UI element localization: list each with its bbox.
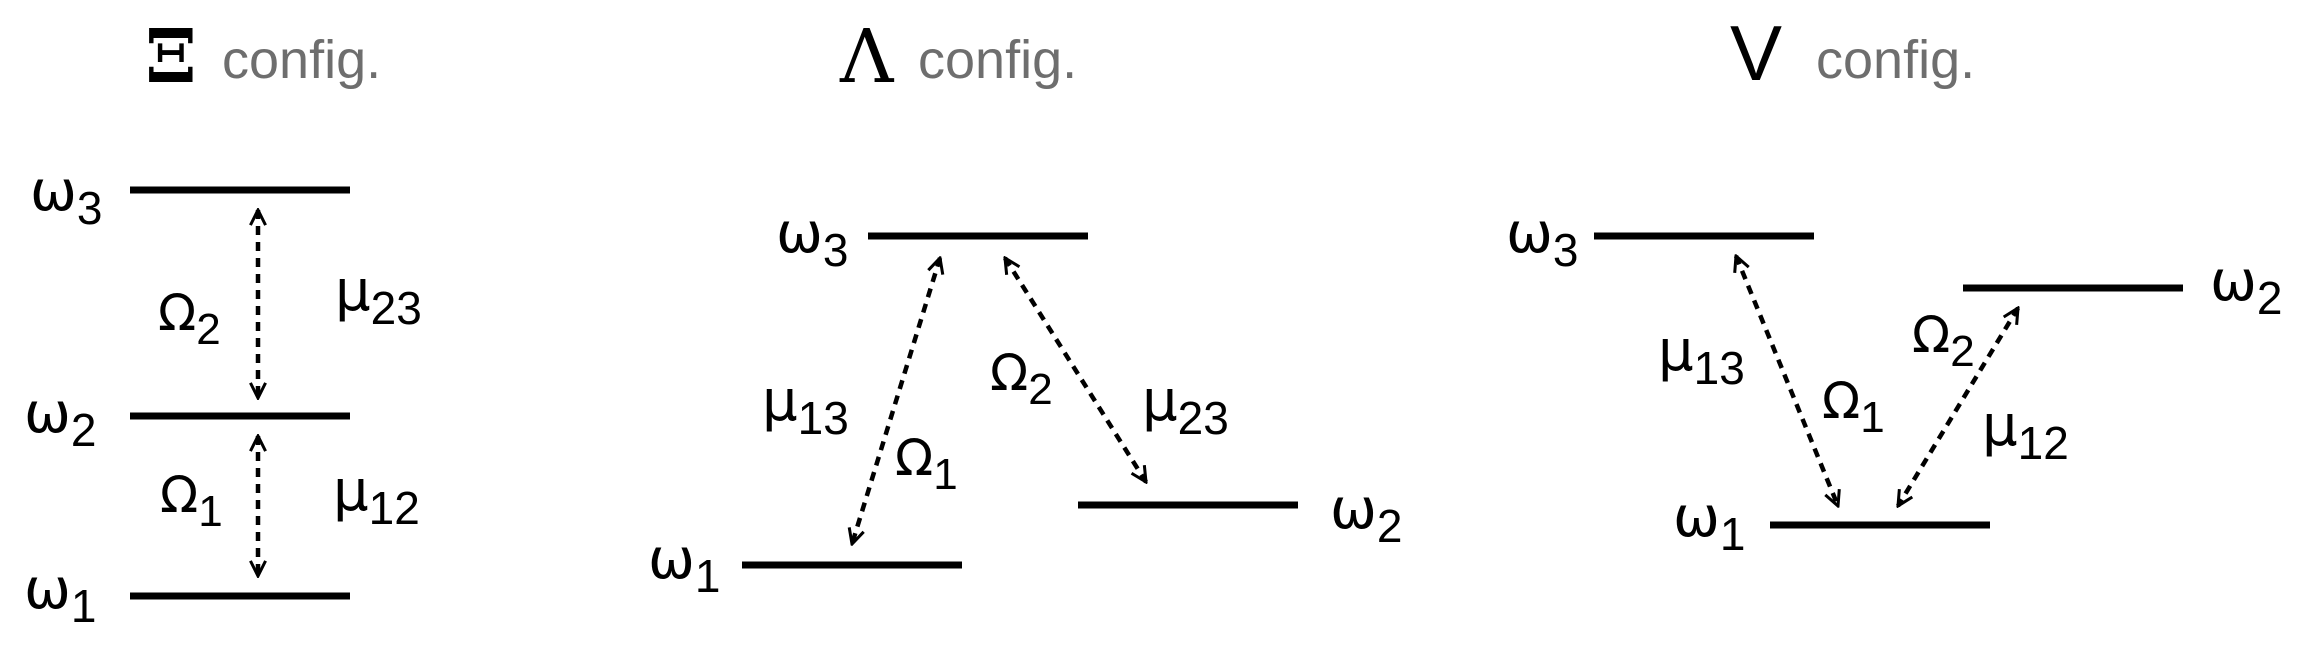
- xi-config-panel: Ξ config. ω3 ω2 ω1 Ω2 μ23 Ω1 μ12: [24, 14, 422, 632]
- xi-config-label: config.: [222, 30, 381, 90]
- lambda-symbol: Λ: [839, 14, 895, 100]
- lambda-dipole-23-label: μ23: [1142, 369, 1229, 444]
- v-config-label: config.: [1816, 30, 1975, 90]
- v-level-3-label: ω3: [1506, 201, 1579, 276]
- lambda-rabi-2-label: Ω2: [990, 344, 1053, 414]
- lambda-level-1-label: ω1: [648, 527, 721, 602]
- v-dipole-13-label: μ13: [1658, 319, 1745, 394]
- v-symbol: V: [1730, 9, 1782, 97]
- v-dipole-12-label: μ12: [1982, 394, 2069, 469]
- xi-level-3-label: ω3: [30, 159, 103, 234]
- v-rabi-1-label: Ω1: [1822, 372, 1885, 442]
- lambda-transition-right-arrow: [1003, 258, 1148, 482]
- v-transition-right-arrow: [1896, 308, 2020, 506]
- xi-rabi-2-label: Ω2: [158, 284, 221, 354]
- xi-level-1-label: ω1: [24, 557, 97, 632]
- xi-rabi-1-label: Ω1: [160, 466, 223, 536]
- v-rabi-2-label: Ω2: [1912, 306, 1975, 376]
- xi-dipole-23-label: μ23: [335, 259, 422, 334]
- lambda-level-3-label: ω3: [776, 201, 849, 276]
- v-level-2-label: ω2: [2210, 249, 2283, 324]
- xi-symbol: Ξ: [145, 14, 197, 100]
- lambda-config-panel: Λ config. ω3 ω2 ω1 μ13 Ω1 Ω2 μ23: [648, 14, 1403, 602]
- lambda-dipole-13-label: μ13: [762, 369, 849, 444]
- v-level-1-label: ω1: [1673, 485, 1746, 560]
- lambda-rabi-1-label: Ω1: [895, 429, 958, 499]
- xi-level-2-label: ω2: [24, 381, 97, 456]
- v-transition-left-arrow: [1736, 256, 1838, 506]
- lambda-config-label: config.: [918, 30, 1077, 90]
- v-config-panel: V config. ω3 ω2 ω1 μ13 Ω1 Ω2 μ12: [1506, 9, 2283, 560]
- xi-dipole-12-label: μ12: [333, 459, 420, 534]
- lambda-transition-left-arrow: [852, 258, 940, 544]
- lambda-level-2-label: ω2: [1330, 477, 1403, 552]
